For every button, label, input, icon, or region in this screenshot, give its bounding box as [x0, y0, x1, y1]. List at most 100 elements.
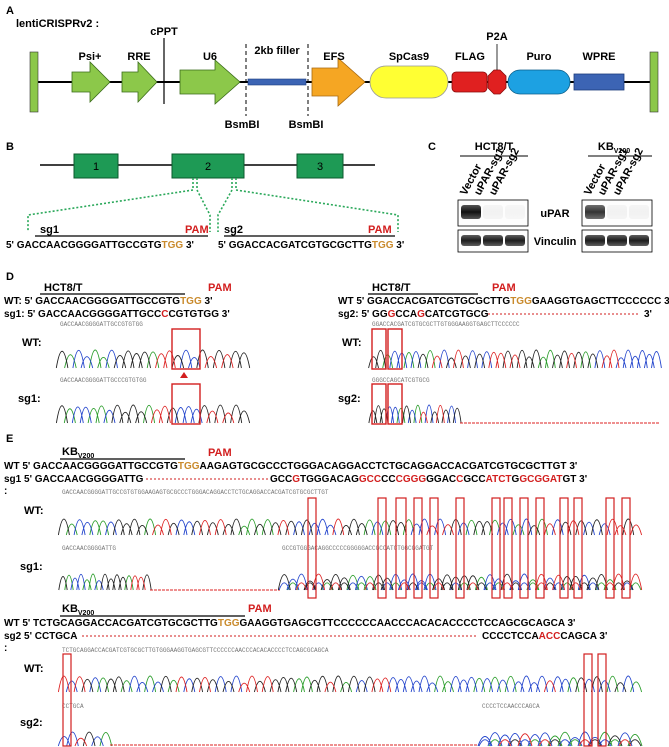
e-top-highlight-box [621, 497, 631, 599]
d-left-cell: HCT8/T [44, 282, 83, 294]
trace-peak-G [55, 404, 251, 424]
d-right-sg-highlight-2 [387, 383, 403, 425]
band-vinculin-kb [629, 235, 649, 246]
e-top-wt-bases: GACCAACGGGGATTGCCGTGTGGAAGAGTGCGCCCTGGGA… [62, 489, 329, 496]
chromatogram-d-right-wt [368, 349, 662, 369]
d-left-sg-highlight [171, 383, 201, 425]
flag-label: FLAG [455, 51, 485, 63]
trace-peak-G [57, 518, 635, 536]
trace-peak-G [58, 573, 152, 591]
filler-box [247, 78, 307, 86]
trace-peak-G [55, 349, 251, 369]
trace-peak-A [97, 675, 643, 693]
d-left-wt-label: WT: [22, 337, 42, 349]
exon-3 [296, 153, 344, 179]
trace-peak-A [99, 731, 113, 747]
trace-peak-A [488, 731, 643, 747]
wpre-label: WPRE [583, 51, 616, 63]
panel-label-a: A [6, 5, 14, 17]
d-left-wt-bases: GACCAACGGGGATTGCCGTGTGG [60, 321, 143, 328]
e-bottom-sg-label: sg2: [20, 717, 43, 729]
wpre-box [573, 73, 625, 91]
trace-peak-A [63, 404, 156, 424]
sg2-seq: 5' GGACCACGATCGTGCGCTTGTGG 3' [218, 240, 404, 251]
exon-1 [73, 153, 119, 179]
spcas9-box [369, 65, 449, 99]
sg1-pam-label: PAM [185, 224, 209, 236]
efs-arrow [311, 57, 366, 107]
band-vinculin-kb [607, 235, 627, 246]
e-top-highlight-box [491, 497, 501, 599]
trace-peak-T [419, 404, 445, 424]
d-right-sg-label: sg2: [338, 393, 361, 405]
chromatogram-e-top-wt [57, 518, 643, 536]
cell-hct8-label: HCT8/T [475, 141, 514, 153]
trace-peak-A [396, 404, 423, 424]
e-top-sg-label: sg1: [20, 561, 43, 573]
e-top-cell: KBV200 [62, 446, 94, 460]
trace-peak-T [130, 575, 146, 591]
e-top-wt-label: WT: [24, 505, 44, 517]
e-top-highlight-box [377, 497, 387, 599]
trace-peak-A [382, 349, 592, 369]
band-upar-kb [607, 205, 627, 219]
e-top-highlight-box [605, 497, 615, 599]
band-upar-hct8 [461, 205, 481, 219]
e-bottom-cell: KBV200 [62, 603, 94, 617]
e-bottom-highlight-box [597, 653, 607, 747]
e-top-highlight-box [535, 497, 545, 599]
exon-3-label: 3 [317, 161, 323, 173]
trace-peak-C [70, 573, 104, 591]
blot-bands [461, 205, 649, 246]
e-top-sg-seq-tail: GCCGTGGGACAGGCCCCCGGGGGACCGCCATCTGGCGGAT… [270, 474, 587, 485]
ltr-left [29, 51, 39, 113]
trace-peak-A [64, 349, 160, 369]
trace-peak-C [477, 731, 633, 747]
spcas9-label: SpCas9 [389, 51, 429, 63]
trace-peak-T [57, 675, 556, 693]
e-bottom-wt-bases: TCTGCAGGACCACGATCGTGCGCTTGTGGGAAGGTGAGCG… [62, 647, 329, 654]
trace-peak-C [72, 349, 201, 369]
chromatogram-d-left-sg [55, 404, 251, 424]
trace-peak-C [385, 404, 456, 424]
trace-peak-A [64, 573, 134, 591]
panel-label-c: C [428, 141, 436, 153]
rre-arrow [121, 60, 158, 104]
psi-arrow [71, 61, 111, 103]
chromatogram-e-top-sg [58, 573, 643, 591]
e-bottom-highlight-box [62, 653, 72, 747]
trace-peak-T [74, 737, 88, 747]
rre-label: RRE [127, 51, 150, 63]
band-upar-hct8 [483, 205, 503, 219]
trace-peak-T [152, 518, 643, 536]
d-right-pam-label: PAM [492, 282, 516, 294]
d-right-wt-bases: GGACCACGATCGTGCGCTTGTGGGAAGGTGAGCTTCCCCC… [372, 321, 520, 328]
e-top-highlight-box [503, 497, 513, 599]
puro-label: Puro [526, 51, 551, 63]
panel-a-title: lentiCRISPRv2 : [16, 18, 99, 30]
u6-label: U6 [203, 51, 217, 63]
chromatogram-d-right-sg [368, 404, 660, 424]
trace-peak-G [82, 731, 96, 747]
chromatogram-e-bottom-wt [57, 675, 643, 693]
ltr-right [649, 51, 659, 113]
trace-peak-C [71, 406, 203, 424]
e-top-highlight-box [413, 497, 423, 599]
trace-peak-C [57, 731, 104, 747]
exon-2-label: 2 [205, 161, 211, 173]
trace-peak-G [508, 735, 642, 747]
band-label-vinculin: Vinculin [534, 236, 577, 248]
e-top-highlights [307, 497, 631, 599]
p2a-label: P2A [486, 31, 507, 43]
sg2-name: sg2 [224, 224, 243, 236]
d-right-sg-bases: GGGCCAGCATCGTGCG [372, 377, 430, 384]
d-right-wt-highlight-1 [371, 328, 387, 370]
d-left-sg-label: sg1: [18, 393, 41, 405]
sg1-seq: 5' GACCAACGGGGATTGCCGTGTGG 3' [6, 240, 194, 251]
bsmbi-label-2: BsmBI [289, 119, 324, 131]
trace-peak-G [81, 675, 627, 693]
band-vinculin-hct8 [505, 235, 525, 246]
band-vinculin-kb [585, 235, 605, 246]
